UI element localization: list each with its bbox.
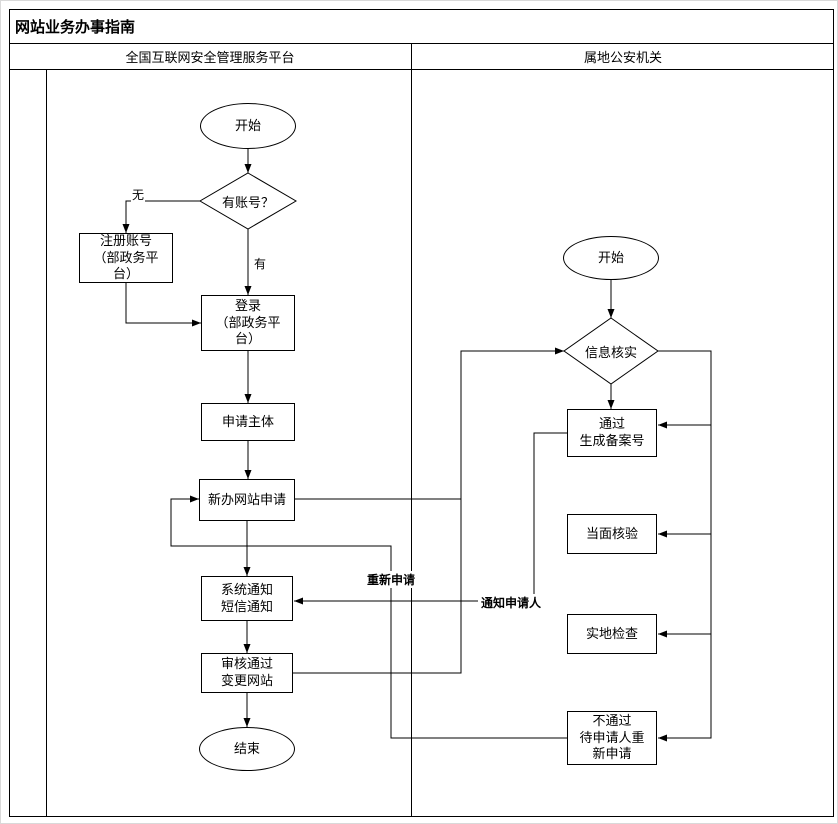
phase-column-divider [46,69,47,817]
process-face-to-face-verification: 当面核验 [567,514,657,554]
start-node-platform: 开始 [200,103,296,149]
diagram-border [9,9,834,817]
end-node-platform: 结束 [199,727,295,771]
edge-label-yes: 有 [253,255,268,272]
lane-header-police: 属地公安机关 [583,49,662,65]
edge-label-no: 无 [131,186,146,203]
decision-has-account: 有账号？ [221,194,274,210]
edge-no-to-register [122,200,200,233]
title-row-divider [9,43,834,44]
process-register-account: 注册账号 （部政务平 台） [79,233,173,283]
process-new-website-application: 新办网站申请 [199,479,295,521]
decision-info-verification: 信息核实 [584,344,637,360]
edge-review-to-verify [293,347,564,674]
lane-header-platform: 全国互联网安全管理服务平台 [125,49,295,65]
has-account-diamond-shape [199,172,297,230]
process-review-passed-change-website: 审核通过 变更网站 [201,653,293,693]
header-row-divider [9,69,834,70]
process-applicant-subject: 申请主体 [201,403,295,441]
process-fail-reapply: 不通过 待申请人重 新申请 [567,711,657,765]
edge-pass-notify-applicant [294,432,567,605]
edge-label-notify-applicant: 通知申请人 [478,594,544,611]
info-verification-diamond-shape [563,317,659,385]
process-pass-generate-record-number: 通过 生成备案号 [567,409,657,457]
edge-verify-rail-to-fail [658,350,712,742]
diagram-title: 网站业务办事指南 [15,19,136,36]
edge-fail-reapply-loop [170,495,567,739]
edge-label-reapply: 重新申请 [359,571,423,588]
process-site-inspection: 实地检查 [567,614,657,654]
lane-divider [411,43,412,817]
process-system-sms-notification: 系统通知 短信通知 [201,576,293,621]
edge-register-to-login [125,283,201,327]
start-node-police: 开始 [563,236,659,280]
process-login: 登录 （部政务平 台） [201,295,295,351]
